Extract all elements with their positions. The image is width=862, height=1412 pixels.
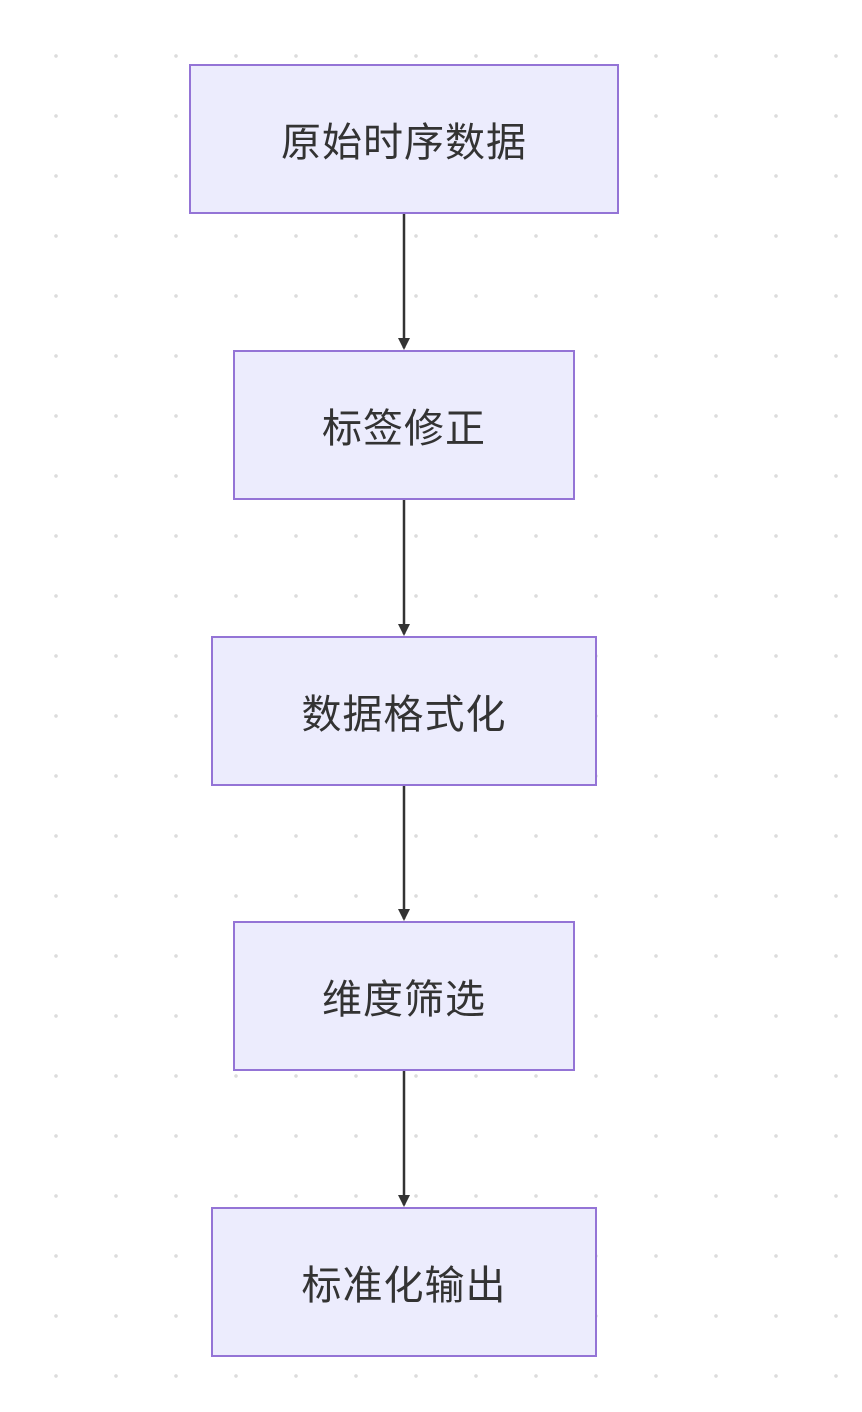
node-label: 标签修正 (322, 406, 486, 452)
node-label-correction[interactable]: 标签修正 (233, 350, 575, 500)
node-label: 原始时序数据 (281, 120, 527, 166)
node-label: 维度筛选 (322, 977, 486, 1023)
node-data-formatting[interactable]: 数据格式化 (211, 636, 597, 786)
node-label: 标准化输出 (301, 1263, 507, 1309)
node-label: 数据格式化 (301, 692, 507, 738)
node-raw-timeseries-data[interactable]: 原始时序数据 (189, 64, 619, 214)
node-standardized-output[interactable]: 标准化输出 (211, 1207, 597, 1357)
node-dimension-filtering[interactable]: 维度筛选 (233, 921, 575, 1071)
